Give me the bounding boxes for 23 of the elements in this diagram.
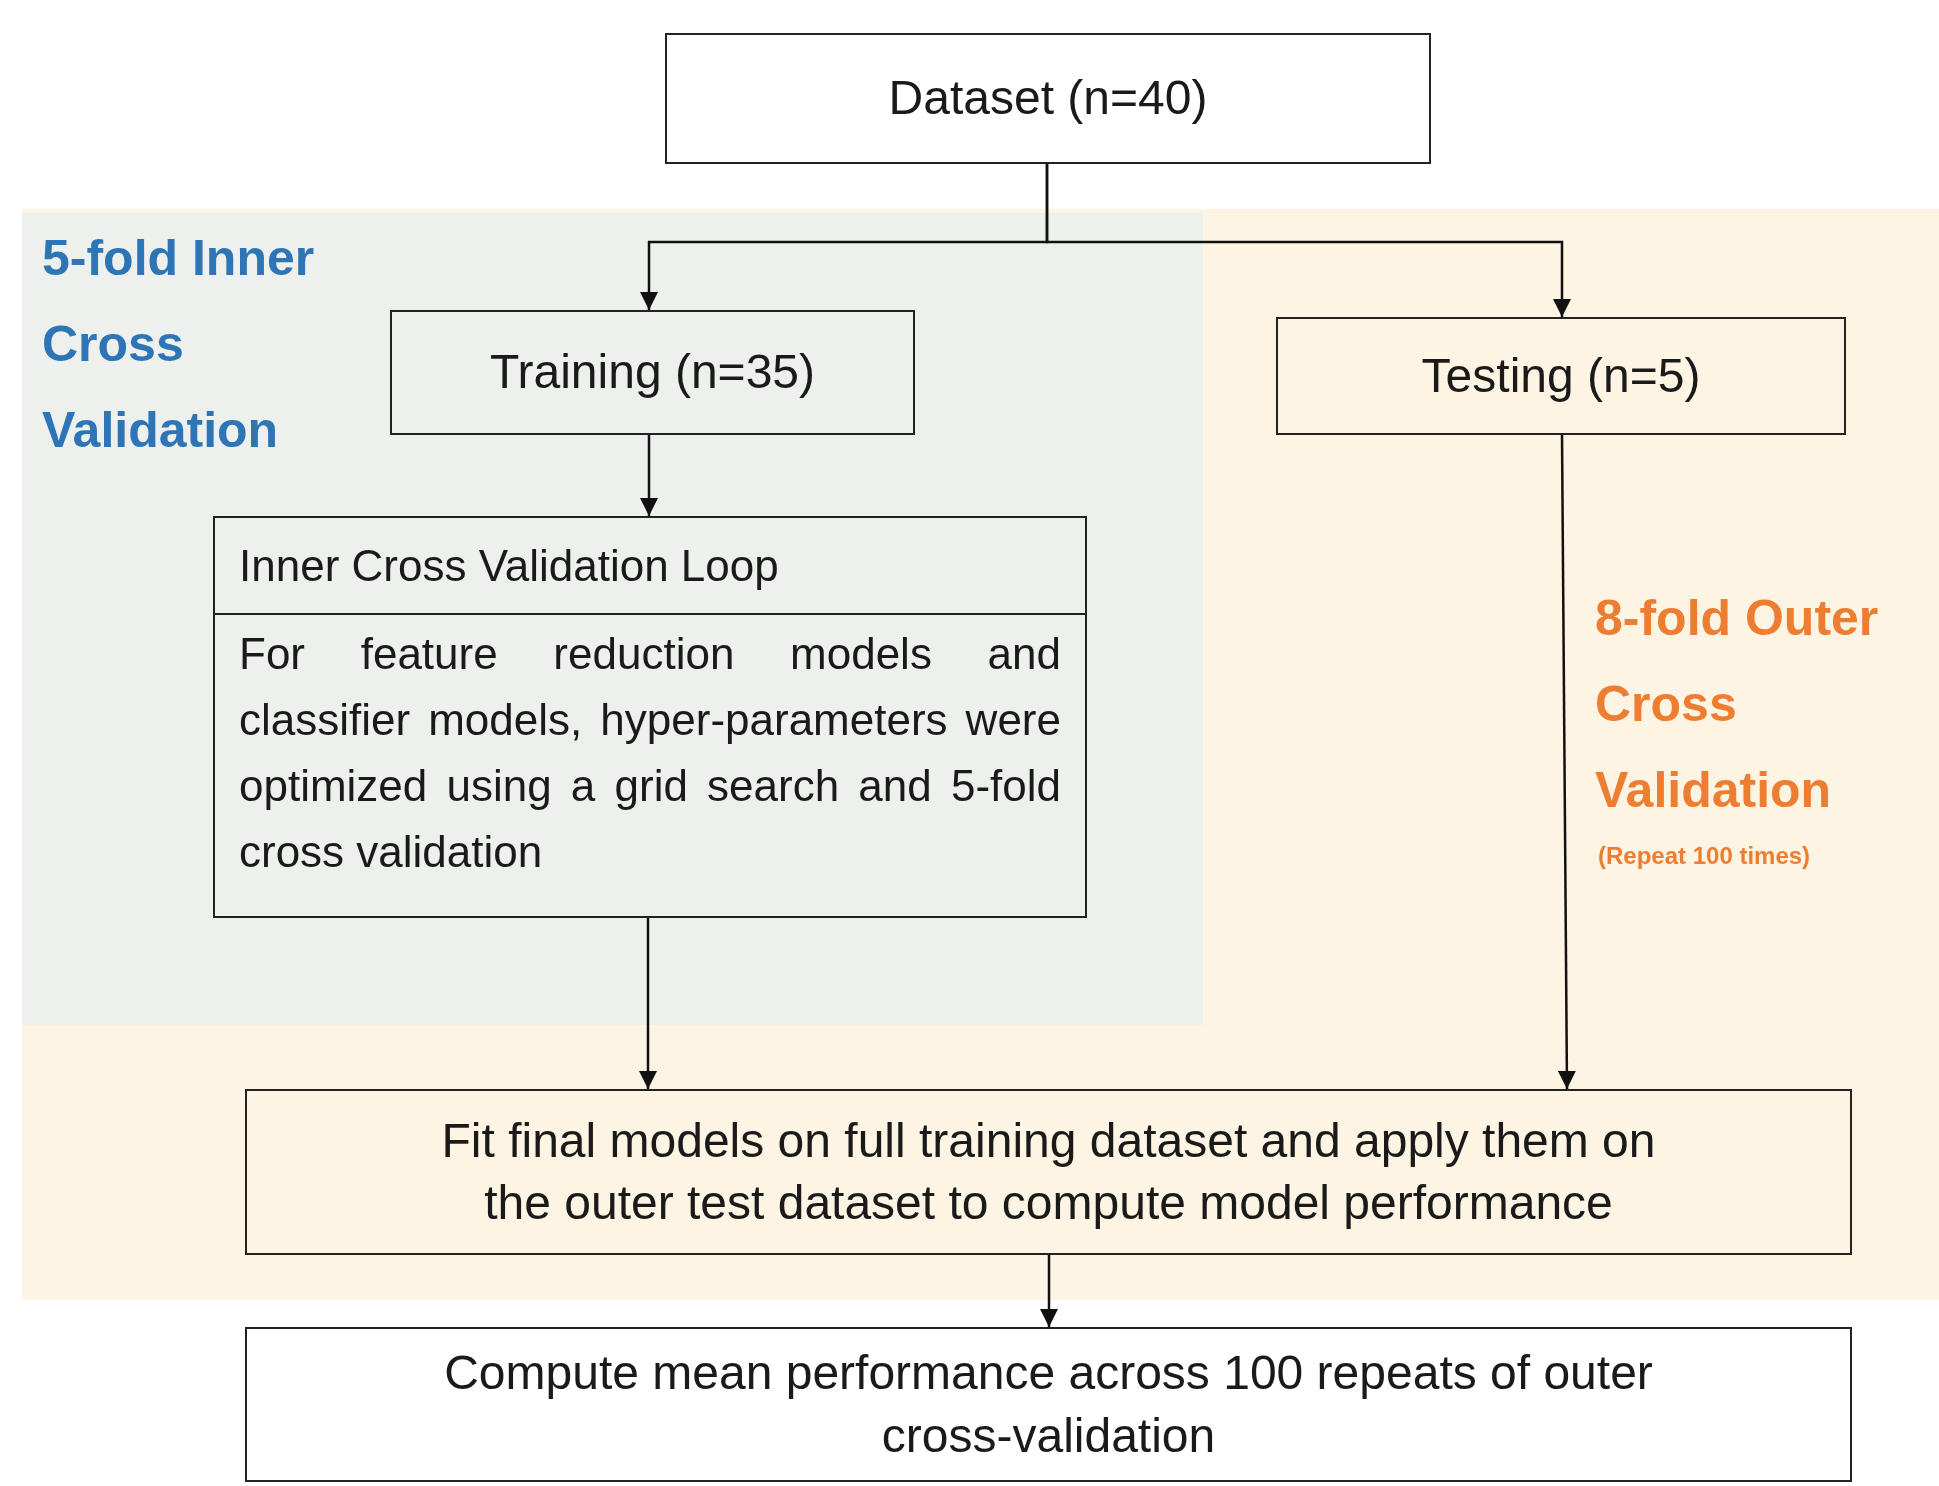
box-heading: Inner Cross Validation Loop bbox=[215, 518, 1085, 615]
background-panel bbox=[22, 209, 1939, 1300]
process-box bbox=[390, 310, 915, 435]
box-description: For feature reduction models and classifier models, hyper-parameters were optimized using a grid search and 5-fold cross validation bbox=[238, 627, 1062, 878]
box-label: Fit final models on full training dataset and apply them on the outer test dataset to compute model performance bbox=[440, 1112, 1657, 1231]
note: (Repeat 100 times) bbox=[1598, 842, 1811, 870]
arrow bbox=[1557, 435, 1576, 1089]
process-box bbox=[245, 1327, 1852, 1482]
process-box bbox=[665, 33, 1431, 164]
arrow bbox=[639, 918, 657, 1089]
process-box bbox=[245, 1089, 1852, 1255]
section-heading: 5-fold Inner Cross Validation bbox=[42, 229, 316, 460]
arrow bbox=[1045, 164, 1571, 317]
process-box bbox=[213, 516, 1087, 918]
section-heading: 8-fold Outer Cross Validation bbox=[1595, 589, 1880, 820]
arrow bbox=[1040, 1255, 1058, 1327]
box-label: Compute mean performance across 100 repeats of outer cross-validation bbox=[443, 1345, 1654, 1464]
box-label: Training (n=35) bbox=[488, 344, 817, 401]
box-label: Dataset (n=40) bbox=[887, 70, 1209, 127]
box-label: Testing (n=5) bbox=[1420, 347, 1702, 404]
process-box bbox=[1276, 317, 1846, 435]
arrow bbox=[640, 435, 658, 516]
background-panel bbox=[22, 213, 1203, 1025]
